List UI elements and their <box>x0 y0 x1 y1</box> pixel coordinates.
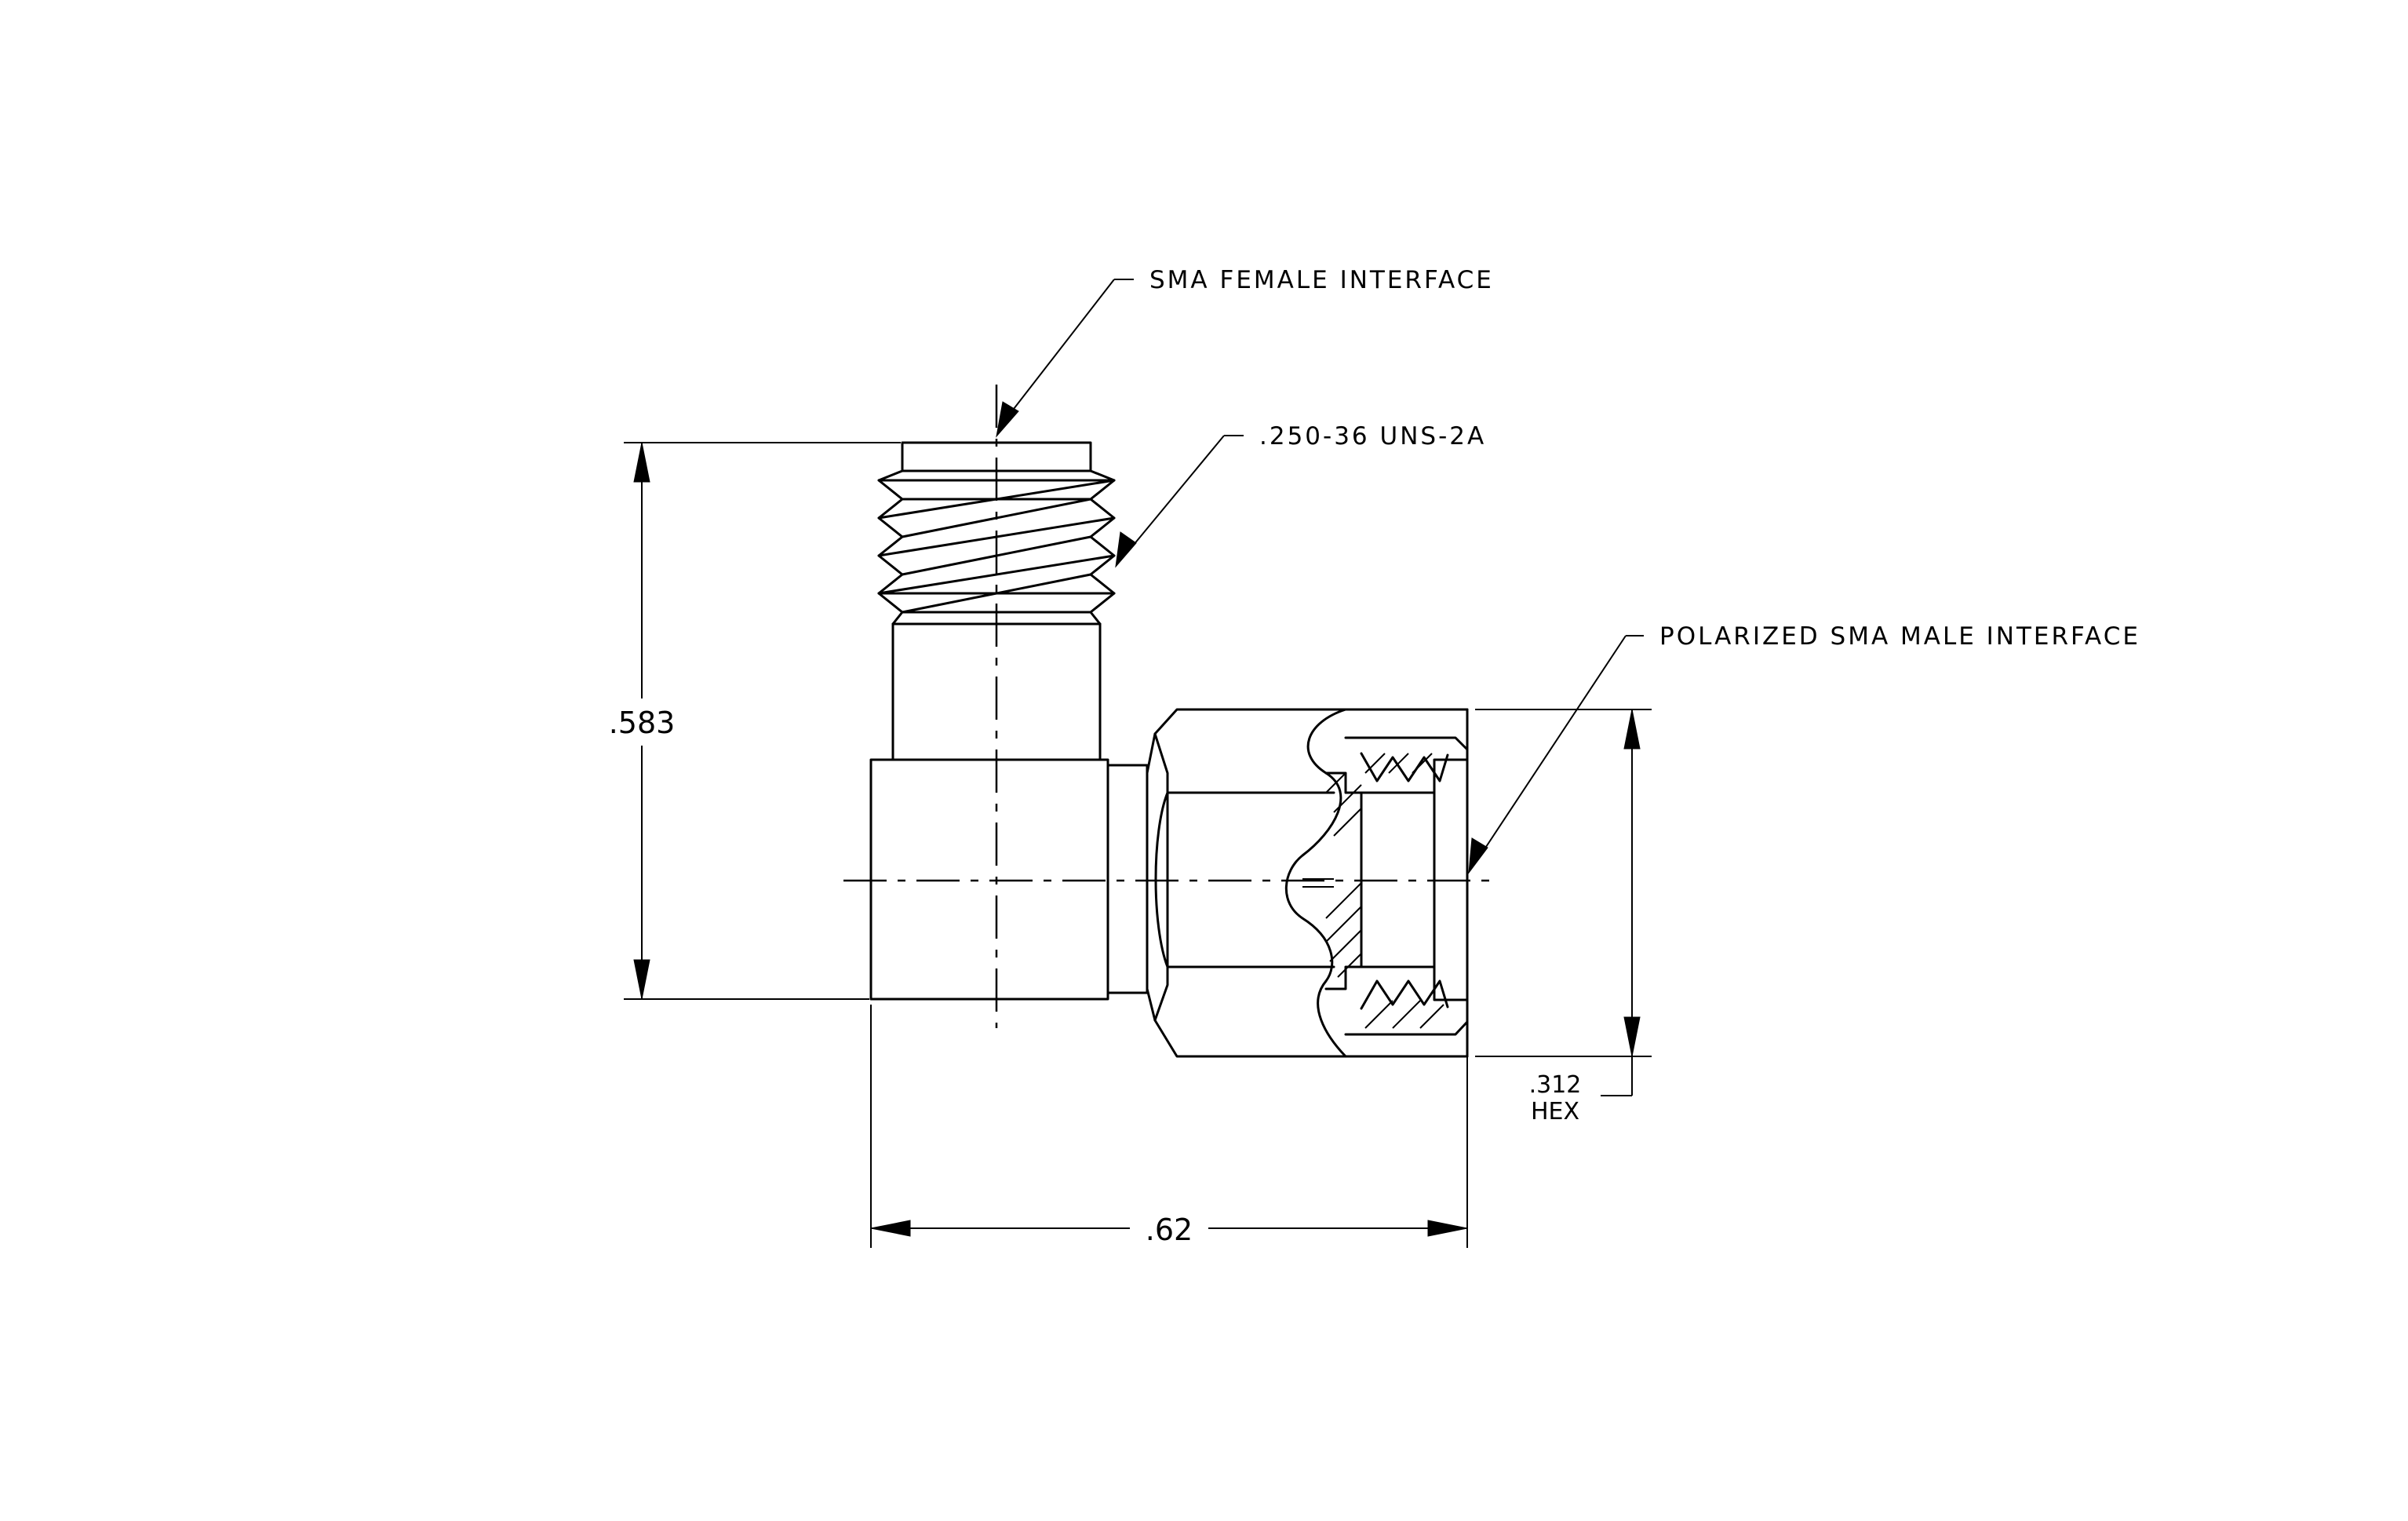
hex-dimension-value: .312 <box>1529 1071 1582 1099</box>
callout-thread-spec: .250-36 UNS-2A <box>1259 422 1486 450</box>
arrow-up-icon <box>633 442 650 483</box>
callout-sma-female: SMA FEMALE INTERFACE <box>1149 266 1494 294</box>
callout-thread-leader <box>1115 435 1244 568</box>
arrow-right-icon <box>1427 1220 1468 1237</box>
arrow-down-icon <box>633 959 650 1000</box>
height-dimension <box>624 442 901 1000</box>
center-lines <box>843 385 1491 1028</box>
male-interface-hex-nut <box>1146 708 1469 1058</box>
arrow-up-icon <box>1623 709 1641 750</box>
callout-sma-male: POLARIZED SMA MALE INTERFACE <box>1659 622 2140 651</box>
length-dimension <box>870 1005 1468 1248</box>
hex-dimension-label: HEX <box>1531 1098 1579 1125</box>
section-hatching <box>1302 753 1444 1029</box>
arrow-down-icon <box>1623 1016 1641 1057</box>
callout-sma-female-leader <box>996 279 1134 438</box>
height-dimension-label: .583 <box>609 706 676 740</box>
callout-sma-male-leader <box>1468 635 1644 874</box>
hex-dimension <box>1475 709 1652 1096</box>
length-dimension-label: .62 <box>1146 1213 1193 1247</box>
arrow-left-icon <box>870 1220 911 1237</box>
elbow-body <box>869 758 1149 1001</box>
